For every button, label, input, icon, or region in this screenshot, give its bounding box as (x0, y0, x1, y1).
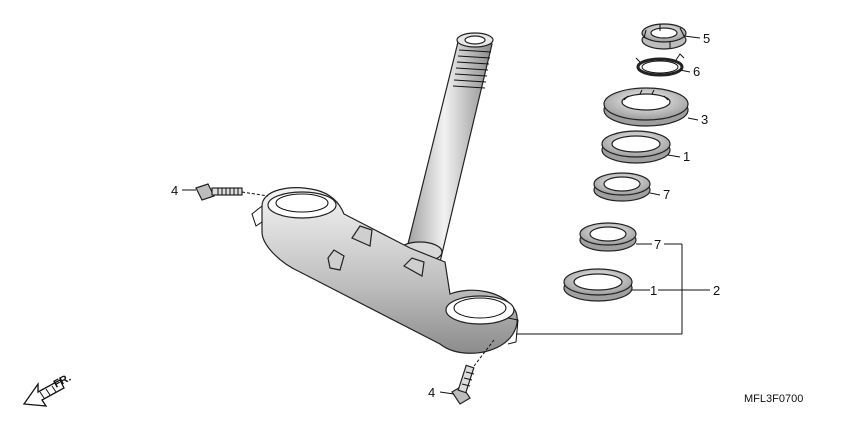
callout-3: 3 (701, 112, 708, 127)
callout-4-upper: 4 (171, 183, 178, 198)
callout-4-lower: 4 (428, 385, 435, 400)
lower-steering-bearing (579, 222, 637, 252)
front-direction-arrow-icon (22, 379, 65, 407)
adjusting-nut (603, 87, 689, 127)
pinch-bolt-upper (195, 183, 269, 201)
upper-steering-bearing (593, 172, 651, 202)
stem-thread (452, 32, 494, 89)
front-direction-label: FR. (52, 372, 73, 391)
callout-1-lower: 1 (650, 283, 657, 298)
callout-2: 2 (713, 283, 720, 298)
diagram-code: MFL3F0700 (744, 393, 803, 405)
stopper-boss (351, 225, 373, 247)
callout-1-upper: 1 (683, 149, 690, 164)
right-fork-clamp-hole (445, 295, 515, 325)
callout-7-upper: 7 (663, 187, 670, 202)
lug (327, 249, 345, 271)
lock-nut (641, 23, 687, 50)
steering-stem-assembly (251, 32, 519, 354)
left-fork-clamp-hole (267, 191, 337, 219)
leader-lines (182, 35, 710, 395)
lower-bearing-race (563, 268, 633, 302)
upper-bearing-race (601, 130, 671, 164)
callout-6: 6 (693, 64, 700, 79)
stopper-boss-2 (403, 257, 425, 277)
callout-5: 5 (703, 31, 710, 46)
lock-washer (635, 53, 685, 77)
callout-7-lower: 7 (654, 237, 661, 252)
pinch-bolt-lower (451, 339, 495, 405)
